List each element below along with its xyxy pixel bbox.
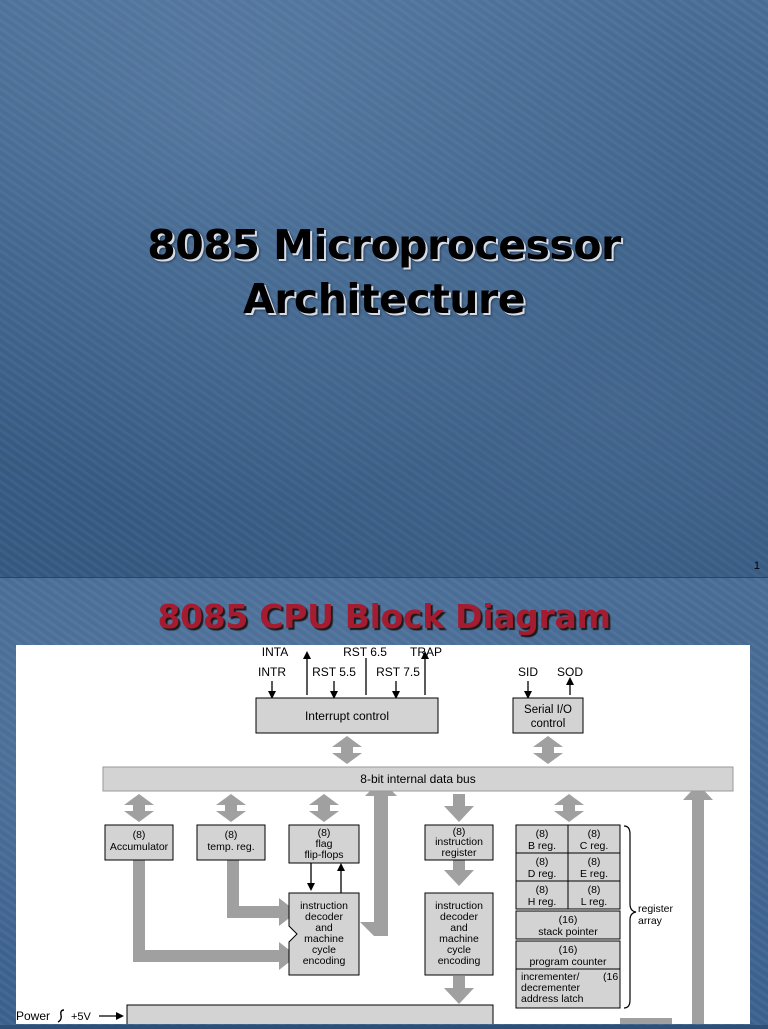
trap-label: TRAP [410, 645, 442, 659]
flag-line1: flag [316, 838, 333, 850]
interrupt-control-block [255, 697, 439, 734]
rst55-label: RST 5.5 [312, 665, 356, 679]
reg-bus-arrow [554, 794, 584, 822]
h-reg-bits: (8) [536, 884, 549, 896]
decoder-down-arrow [444, 976, 474, 1004]
e-reg-label: E reg. [580, 868, 608, 880]
flag-bus-arrow [309, 794, 339, 822]
d-reg-bits: (8) [536, 856, 549, 868]
temp-reg-block [196, 824, 266, 861]
decoder-right-line2: decoder [440, 911, 478, 923]
alu-return-arrow [360, 780, 397, 936]
decoder-left-line5: cycle [312, 944, 336, 956]
inc-line1: incrementer/ [521, 971, 579, 983]
temp-bus-arrow [216, 794, 246, 822]
ir-decoder-arrow [444, 860, 474, 886]
b-reg-block [515, 824, 569, 854]
intr-label: INTR [258, 665, 286, 679]
cpu-block-diagram: INTA RST 6.5 TRAP INTR RST 5.5 RST 7.5 S… [16, 645, 750, 1029]
b-reg-bits: (8) [536, 828, 549, 840]
slide-2-title: 8085 CPU Block Diagram [157, 597, 611, 636]
accumulator-bits: (8) [133, 829, 146, 841]
l-reg-label: L reg. [581, 896, 607, 908]
register-array-brace [623, 825, 637, 1009]
inc-line2: decrementer [521, 982, 580, 994]
accumulator-label: Accumulator [110, 841, 169, 853]
h-reg-label: H reg. [528, 896, 557, 908]
bottom-block [126, 1004, 494, 1029]
e-reg-bits: (8) [588, 856, 601, 868]
flag-block [288, 824, 360, 864]
voltage-label: +5V [71, 1011, 92, 1023]
pc-bits: (16) [559, 944, 578, 956]
program-counter-block [515, 940, 621, 970]
acc-bus-arrow [124, 794, 154, 822]
int-bus-arrow [332, 736, 362, 764]
internal-data-bus [102, 766, 734, 792]
decoder-right-line5: cycle [447, 944, 471, 956]
sp-label: stack pointer [538, 926, 598, 938]
ir-bus-arrow [444, 794, 474, 822]
decoder-right-line1: instruction [435, 900, 483, 912]
decoder-left-line2: decoder [305, 911, 343, 923]
temp-reg-bits: (8) [225, 829, 238, 841]
inc-bits: (16 [603, 971, 618, 983]
sod-label: SOD [557, 665, 583, 679]
interrupt-control-label: Interrupt control [305, 709, 389, 723]
flag-line2: flip-flops [304, 849, 343, 861]
temp-reg-label: temp. reg. [207, 841, 254, 853]
accumulator-block [104, 824, 174, 861]
serial-io-line1: Serial I/O [524, 704, 572, 716]
c-reg-bits: (8) [588, 828, 601, 840]
decoder-right-block [424, 892, 494, 976]
inc-line3: address latch [521, 993, 584, 1005]
ir-bits: (8) [453, 826, 466, 838]
register-array-line1: register [638, 903, 674, 915]
l-reg-bits: (8) [588, 884, 601, 896]
rst65-label: RST 6.5 [343, 645, 387, 659]
ir-line2: register [441, 847, 477, 859]
temp-decoder-arrow [227, 856, 297, 926]
serial-io-block [512, 697, 584, 734]
stack-pointer-block [515, 910, 621, 940]
address-bus-arrow [683, 784, 713, 1024]
l-reg-block [567, 880, 621, 910]
slide-1-title: 8085 Microprocessor Architecture [0, 218, 768, 326]
register-array-line2: array [638, 915, 663, 927]
decoder-right-line6: encoding [438, 955, 481, 967]
sp-bits: (16) [559, 914, 578, 926]
title-line-1: 8085 Microprocessor [147, 221, 621, 269]
c-reg-block [567, 824, 621, 854]
decoder-right-line3: and [450, 922, 468, 934]
decoder-right-line4: machine [439, 933, 479, 945]
inta-label: INTA [262, 645, 288, 659]
flag-bits: (8) [318, 827, 331, 839]
d-reg-label: D reg. [528, 868, 557, 880]
decoder-left-line4: machine [304, 933, 344, 945]
power-symbol-icon [57, 1009, 65, 1023]
decoder-left-block [288, 892, 360, 976]
incrementer-block [515, 968, 621, 1009]
b-reg-label: B reg. [528, 840, 556, 852]
sid-label: SID [518, 665, 538, 679]
decoder-left-line6: encoding [303, 955, 346, 967]
decoder-left-line3: and [315, 922, 333, 934]
pc-label: program counter [529, 956, 607, 968]
power-label: Power [16, 1009, 50, 1023]
decoder-left-line1: instruction [300, 900, 348, 912]
c-reg-label: C reg. [580, 840, 609, 852]
data-bus-label: 8-bit internal data bus [360, 772, 475, 786]
serial-io-line2: control [531, 718, 566, 730]
page-number: 1 [753, 560, 760, 572]
instruction-register-block [424, 824, 494, 861]
bottom-connector [620, 1018, 672, 1024]
ir-line1: instruction [435, 836, 483, 848]
acc-decoder-arrow [133, 856, 297, 970]
title-line-2: Architecture [242, 275, 526, 323]
slide-1: 8085 Microprocessor Architecture 1 [0, 0, 768, 577]
serial-bus-arrow [533, 736, 563, 764]
power-input: Power +5V [16, 1006, 126, 1024]
rst75-label: RST 7.5 [376, 665, 420, 679]
